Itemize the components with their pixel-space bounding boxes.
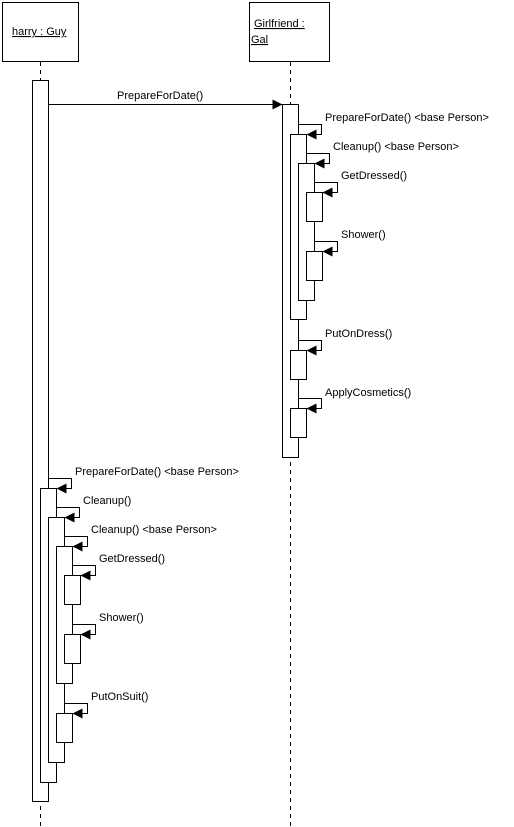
message-label: GetDressed() <box>99 553 165 565</box>
activation-girlfriend-getdressed <box>306 192 323 222</box>
message-arrow <box>56 507 80 523</box>
message-label: PutOnDress() <box>325 328 392 340</box>
participant-girlfriend[interactable]: Girlfriend : Gal <box>249 2 330 62</box>
message-harry-prepare-for-date-base[interactable]: PrepareForDate() <base Person> <box>48 466 239 494</box>
message-harry-put-on-suit[interactable]: PutOnSuit() <box>64 691 149 719</box>
message-label: ApplyCosmetics() <box>325 387 411 399</box>
message-label: Shower() <box>341 229 386 241</box>
message-label: Cleanup() <base Person> <box>91 524 217 536</box>
message-gf-prepare-for-date-base[interactable]: PrepareForDate() <base Person> <box>298 112 489 140</box>
message-arrow <box>298 398 322 414</box>
message-label: Cleanup() <base Person> <box>333 141 459 153</box>
participant-label-girlfriend-line2: Gal <box>251 34 268 46</box>
message-label: PrepareForDate() <base Person> <box>75 466 239 478</box>
activation-girlfriend-putondress <box>290 350 307 380</box>
activation-girlfriend-shower <box>306 251 323 281</box>
message-label: Shower() <box>99 612 144 624</box>
message-arrow <box>48 478 72 494</box>
message-label: PrepareForDate() <base Person> <box>325 112 489 124</box>
message-gf-apply-cosmetics[interactable]: ApplyCosmetics() <box>298 387 412 414</box>
message-arrow <box>298 340 322 356</box>
message-gf-put-on-dress[interactable]: PutOnDress() <box>298 328 393 356</box>
message-harry-shower[interactable]: Shower() <box>72 612 144 640</box>
message-harry-cleanup-base[interactable]: Cleanup() <base Person> <box>64 524 217 552</box>
message-label: PutOnSuit() <box>91 691 148 703</box>
participant-harry[interactable]: harry : Guy <box>2 2 79 62</box>
message-gf-cleanup-base[interactable]: Cleanup() <base Person> <box>306 141 459 169</box>
message-arrow <box>314 241 338 257</box>
activation-girlfriend-applycosmetics <box>290 408 307 438</box>
message-harry-get-dressed[interactable]: GetDressed() <box>72 553 166 581</box>
message-gf-get-dressed[interactable]: GetDressed() <box>314 170 408 198</box>
message-arrow <box>298 124 322 140</box>
activation-harry-getdressed <box>64 575 81 605</box>
participant-label-harry: harry : Guy <box>12 26 67 38</box>
participant-label-girlfriend-line1: Girlfriend : <box>254 18 305 30</box>
message-arrow <box>306 153 330 169</box>
message-arrow <box>64 703 88 719</box>
message-label: PrepareForDate() <box>117 90 203 102</box>
message-arrow <box>72 624 96 640</box>
message-arrow <box>314 182 338 198</box>
activation-harry-shower <box>64 634 81 664</box>
message-gf-shower[interactable]: Shower() <box>314 229 386 257</box>
message-prepare-for-date[interactable]: PrepareForDate() <box>48 90 283 110</box>
message-label: GetDressed() <box>341 170 407 182</box>
participant-box-girlfriend <box>249 2 330 62</box>
message-arrow <box>72 565 96 581</box>
participant-box-harry <box>2 2 79 62</box>
message-label: Cleanup() <box>83 495 131 507</box>
message-harry-cleanup[interactable]: Cleanup() <box>56 495 132 523</box>
message-arrow <box>64 536 88 552</box>
activation-harry-putonsuit <box>56 713 73 743</box>
